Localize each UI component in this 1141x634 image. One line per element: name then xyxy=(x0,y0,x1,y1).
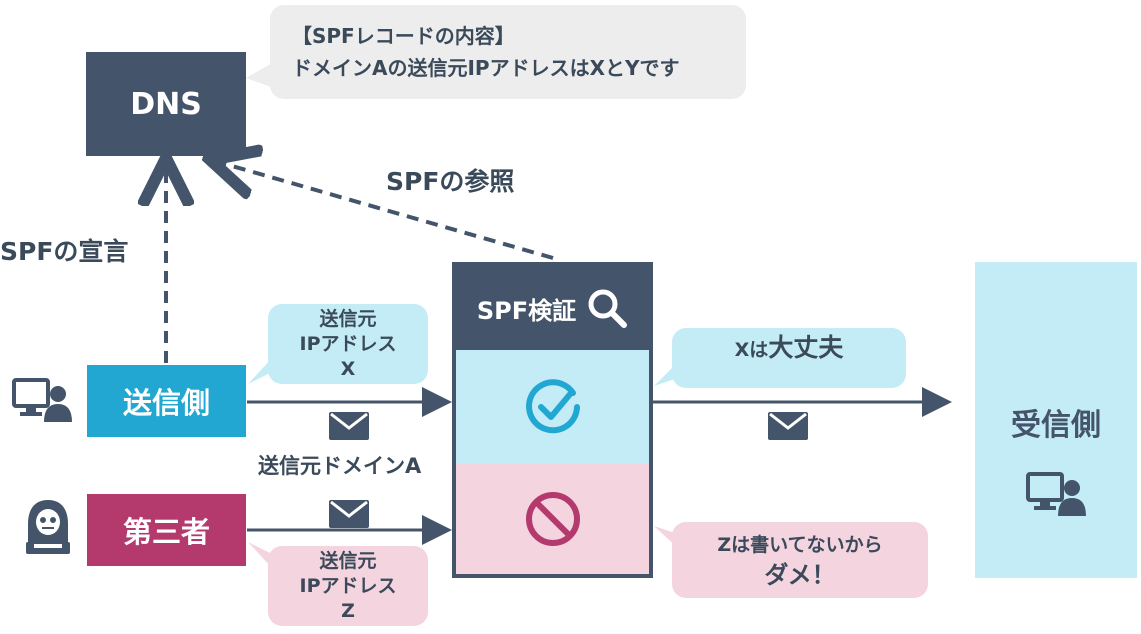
third-party-label: 第三者 xyxy=(122,515,210,549)
third-ip-bubble: 送信元 IPアドレス Z xyxy=(268,546,428,626)
spf-verify-label: SPF検証 xyxy=(476,296,577,325)
check-circle-icon xyxy=(525,379,580,434)
third-ip-line3: Z xyxy=(341,599,355,622)
sender-ip-bubble: 送信元 IPアドレス X xyxy=(268,304,428,384)
mail-icon xyxy=(768,412,808,440)
spf-record-body: ドメインAの送信元IPアドレスはXとYです xyxy=(292,56,680,80)
pass-bubble: Xは 大丈夫 xyxy=(672,328,906,388)
fail-bubble: Zは書いてないから ダメ！ xyxy=(672,522,928,598)
pass-bubble-tail xyxy=(654,362,678,386)
pc-user-icon xyxy=(1026,472,1086,516)
spf-reference-arrow xyxy=(218,162,554,260)
third-ip-line1: 送信元 xyxy=(319,549,377,572)
pass-bubble-small: Xは xyxy=(734,339,769,361)
spf-record-bubble-tail xyxy=(246,62,274,88)
pc-user-icon xyxy=(12,378,72,422)
mail-icon xyxy=(329,500,369,528)
spf-verify-panel: SPF検証 xyxy=(452,262,653,578)
prohibit-icon xyxy=(525,492,580,546)
dns-box: DNS xyxy=(86,52,246,156)
sender-label: 送信側 xyxy=(122,386,210,420)
fail-bubble-line2: ダメ！ xyxy=(764,561,836,589)
sender-box: 送信側 xyxy=(87,365,246,437)
third-ip-bubble-tail xyxy=(248,542,272,568)
spf-verify-header: SPF検証 xyxy=(456,266,649,350)
sender-ip-line2: IPアドレス xyxy=(299,332,397,355)
sender-domain-label: 送信元ドメインA xyxy=(258,454,422,478)
receiver-box: 受信側 xyxy=(975,262,1137,578)
receiver-label: 受信側 xyxy=(1011,408,1101,443)
sender-ip-line1: 送信元 xyxy=(319,307,377,330)
spf-verify-pass-area xyxy=(456,350,649,464)
sender-ip-line3: X xyxy=(340,357,356,380)
pass-bubble-big: 大丈夫 xyxy=(768,333,844,362)
hacker-icon xyxy=(26,500,70,554)
dns-label: DNS xyxy=(130,86,202,122)
spf-reference-label: SPFの参照 xyxy=(386,167,515,196)
spf-declare-label: SPFの宣言 xyxy=(0,237,129,266)
magnifier-icon xyxy=(588,289,628,328)
spf-record-title: 【SPFレコードの内容】 xyxy=(292,24,515,48)
fail-bubble-line1: Zは書いてないから xyxy=(717,534,883,556)
mail-icon xyxy=(329,412,369,440)
spf-record-bubble: 【SPFレコードの内容】 ドメインAの送信元IPアドレスはXとYです xyxy=(270,5,746,99)
spf-verify-fail-area xyxy=(456,464,649,574)
sender-ip-bubble-tail xyxy=(248,358,272,384)
third-ip-line2: IPアドレス xyxy=(299,574,397,597)
third-party-box: 第三者 xyxy=(87,494,246,566)
fail-bubble-tail xyxy=(654,526,678,548)
